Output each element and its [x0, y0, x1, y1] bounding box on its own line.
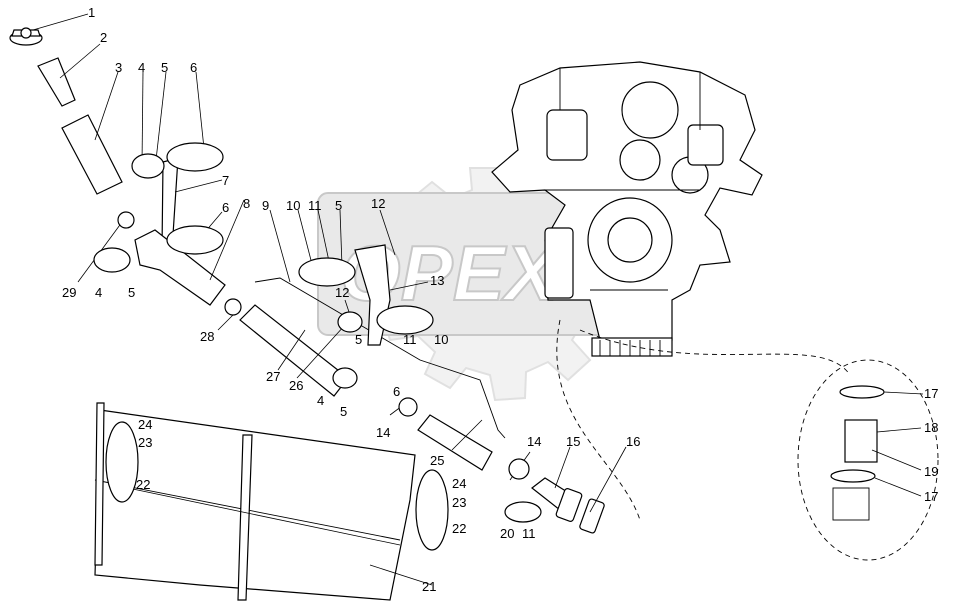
callout-14b: 14	[527, 434, 541, 449]
callout-2: 2	[100, 30, 107, 45]
callout-24: 24	[138, 417, 152, 432]
callout-23: 23	[138, 435, 152, 450]
callout-20: 20	[500, 526, 514, 541]
engine-assembly	[491, 61, 763, 357]
callout-9: 9	[262, 198, 269, 213]
callout-19: 19	[924, 464, 938, 479]
part-15-flange-pipe	[531, 477, 583, 522]
callout-12: 12	[371, 196, 385, 211]
fasteners	[93, 142, 542, 551]
callout-6c: 6	[393, 384, 400, 399]
callout-22: 22	[136, 477, 150, 492]
callout-5: 5	[161, 60, 168, 75]
callout-12b: 12	[335, 285, 349, 300]
callout-7: 7	[222, 173, 229, 188]
detail-parts-17-19	[830, 385, 885, 521]
part-25-hose	[417, 414, 493, 471]
part-21-shield	[94, 402, 416, 601]
callout-6: 6	[190, 60, 197, 75]
callout-labels: 1 2 3 4 5 6 7 8 6 9 10 11 5 12 13 29 4 5…	[62, 5, 938, 594]
callout-4b: 4	[95, 285, 102, 300]
part-9-rod	[254, 277, 506, 439]
callout-11: 11	[308, 198, 322, 213]
detail-link-line	[556, 319, 851, 521]
callout-14: 14	[376, 425, 390, 440]
detail-circle-17-19	[797, 359, 939, 561]
callout-17: 17	[924, 386, 938, 401]
callout-10b: 10	[434, 332, 448, 347]
callout-17b: 17	[924, 489, 938, 504]
callout-6b: 6	[222, 200, 229, 215]
part-2-filter	[37, 57, 76, 107]
callout-13: 13	[430, 273, 444, 288]
callout-5e: 5	[340, 404, 347, 419]
part-8-intake-pipe	[134, 229, 226, 306]
callout-11c: 11	[522, 526, 536, 541]
part-1-cap	[9, 27, 43, 46]
callout-24b: 24	[452, 476, 466, 491]
callout-21: 21	[422, 579, 436, 594]
callout-29: 29	[62, 285, 76, 300]
callout-28: 28	[200, 329, 214, 344]
callout-4: 4	[138, 60, 145, 75]
part-3-filter-element	[61, 114, 123, 195]
callout-1: 1	[88, 5, 95, 20]
callout-22b: 22	[452, 521, 466, 536]
callout-26: 26	[289, 378, 303, 393]
callout-8: 8	[243, 196, 250, 211]
callout-5c: 5	[128, 285, 135, 300]
callout-5d: 5	[355, 332, 362, 347]
callout-4c: 4	[317, 393, 324, 408]
callout-11b: 11	[403, 332, 417, 347]
callout-25: 25	[430, 453, 444, 468]
callout-18: 18	[924, 420, 938, 435]
callout-23b: 23	[452, 495, 466, 510]
callout-10: 10	[286, 198, 300, 213]
callout-27: 27	[266, 369, 280, 384]
part-16-gasket	[579, 498, 605, 534]
callout-3: 3	[115, 60, 122, 75]
callout-16: 16	[626, 434, 640, 449]
callout-15: 15	[566, 434, 580, 449]
callout-5b: 5	[335, 198, 342, 213]
